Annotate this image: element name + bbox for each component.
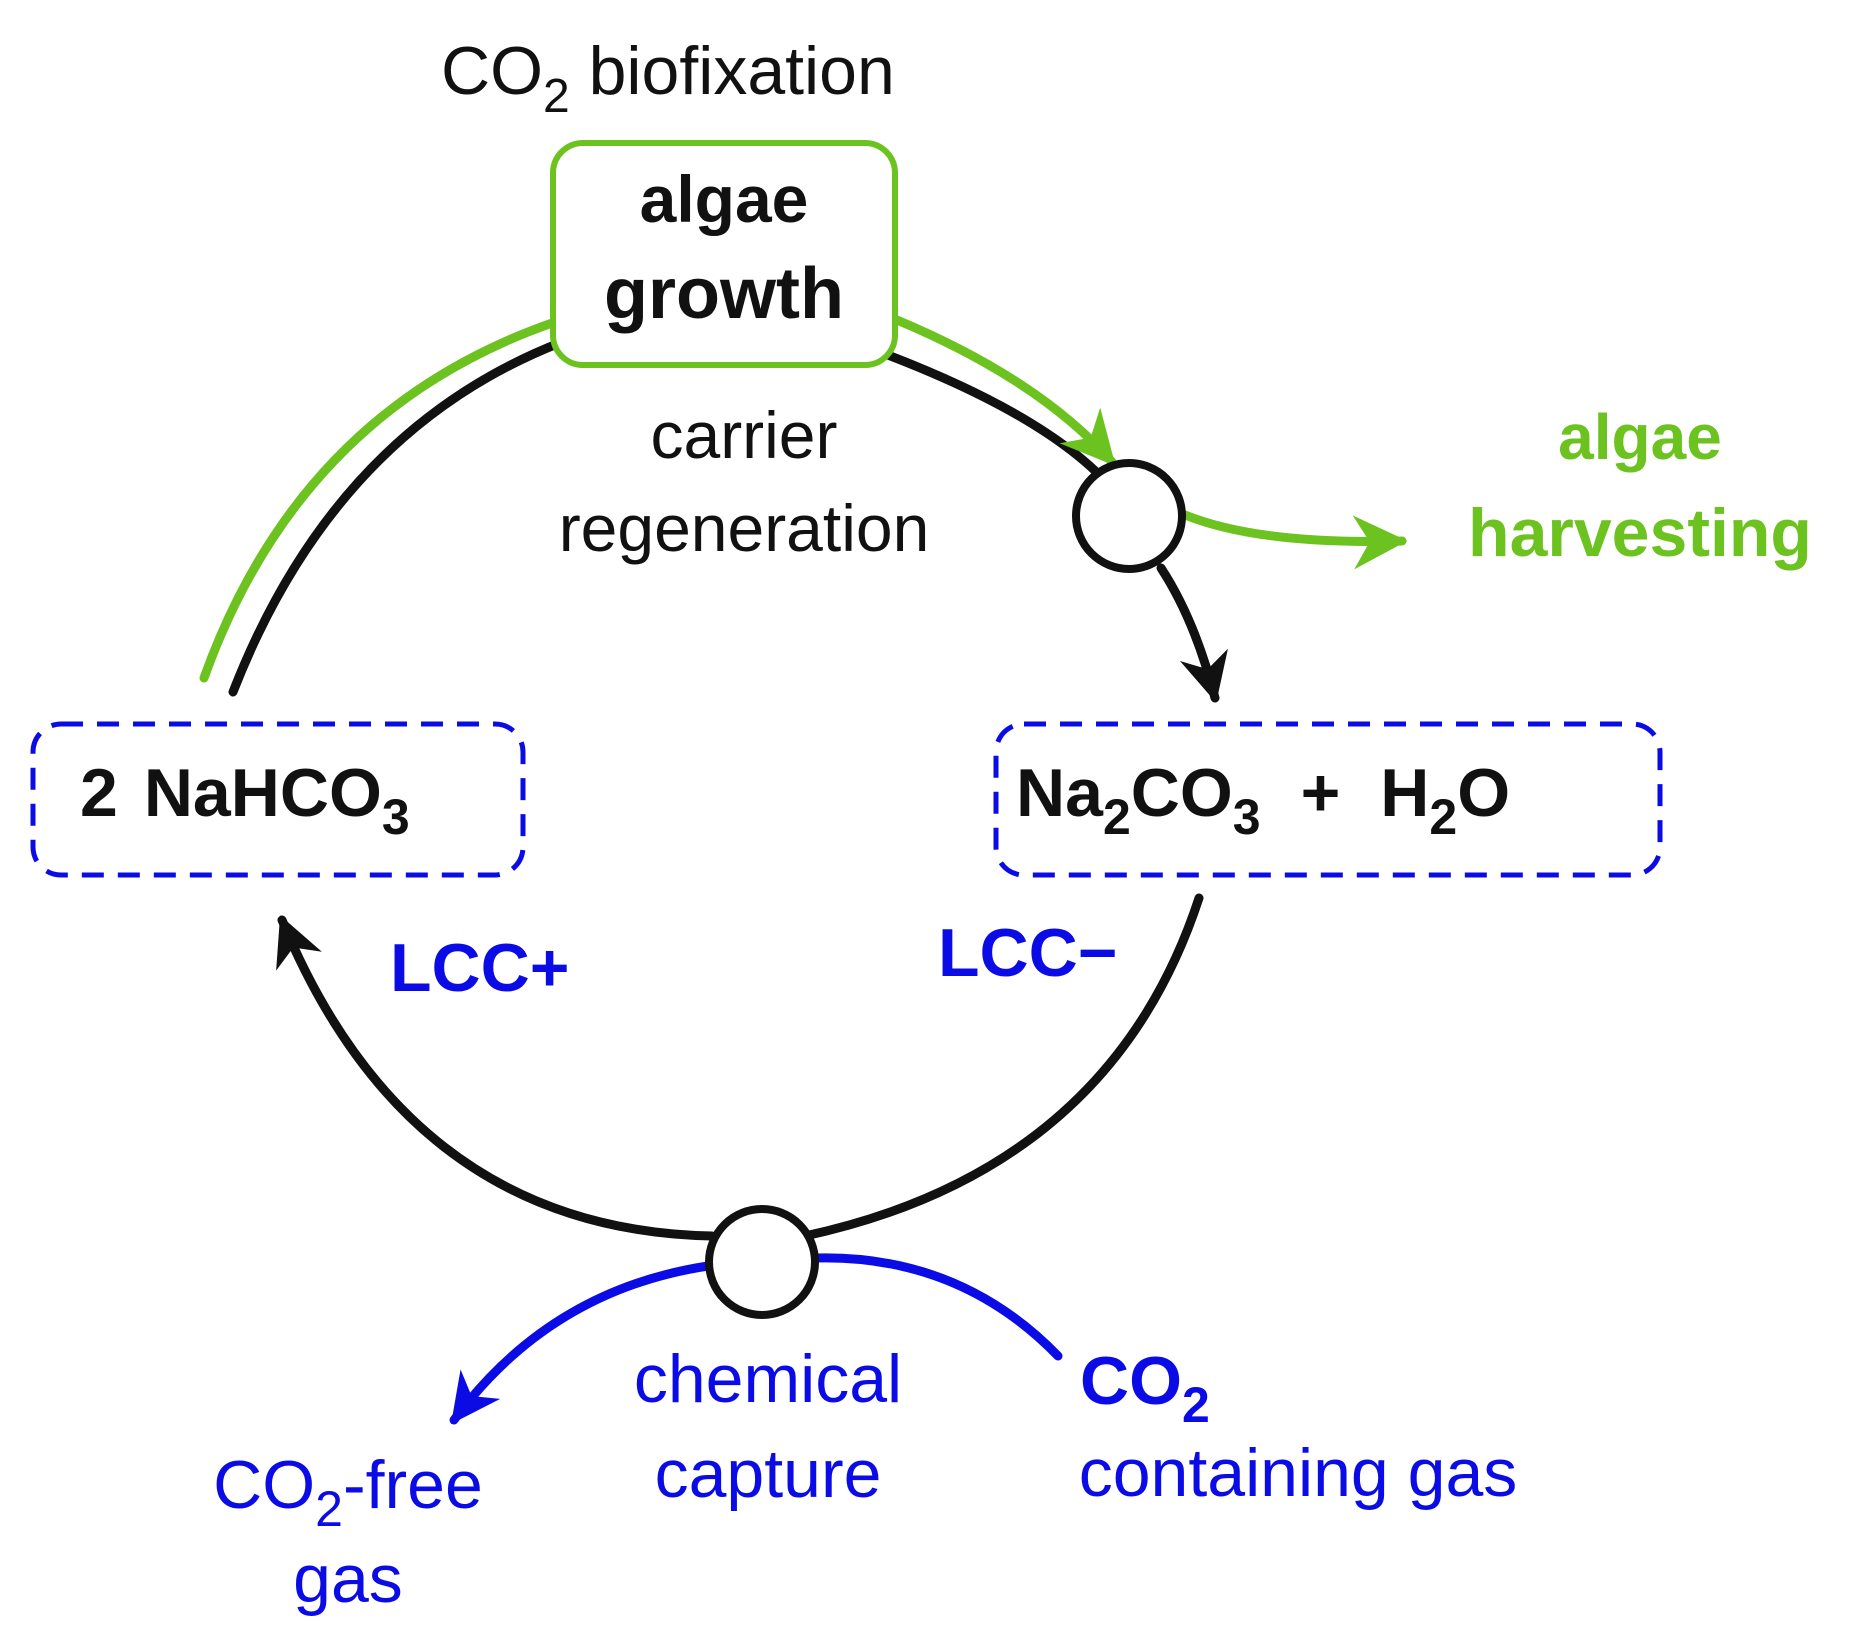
chemical-capture-line2: capture: [655, 1436, 882, 1512]
co2-containing-gas-line2: containing gas: [1079, 1435, 1518, 1511]
algae-harvesting-line2: harvesting: [1468, 495, 1812, 571]
algae-harvesting-line1: algae: [1558, 401, 1722, 473]
algae-growth-label-line1: algae: [640, 162, 809, 236]
green-arrow-to-harvesting: [1180, 510, 1408, 570]
green-arrow-to-junction: [892, 315, 1117, 467]
carrier-regeneration-line1: carrier: [650, 398, 837, 472]
co2-biofixation-title: CO2 biofixation: [441, 33, 895, 123]
cycle-arrow-to-na2co3: [1156, 563, 1228, 703]
co2-free-gas-line1: CO2-free: [213, 1447, 483, 1537]
capture-junction-node: [705, 1205, 819, 1319]
green-arc-left: [199, 317, 560, 683]
carrier-regeneration-line2: regeneration: [559, 491, 930, 565]
algae-growth-box: [550, 140, 898, 368]
co2-free-gas-line2: gas: [293, 1541, 403, 1617]
na2co3-h2o-formula: Na2CO3+H2O: [1016, 755, 1510, 845]
co2-containing-gas-line1: CO2: [1080, 1343, 1210, 1433]
chemical-capture-line1: chemical: [634, 1341, 902, 1417]
co2-gas-in-arc: [812, 1253, 1063, 1361]
nahco3-box: [30, 721, 526, 878]
co2-free-gas-out-arrow: [449, 1261, 713, 1425]
lcc-minus-label: LCC−: [938, 915, 1117, 991]
harvest-junction-node: [1072, 459, 1186, 573]
lcc-plus-label: LCC+: [390, 930, 569, 1006]
cycle-arc-right-lower: [800, 893, 1204, 1241]
cycle-arrow-to-nahco3: [276, 915, 717, 1241]
cycle-arc-left-upper: [228, 337, 567, 697]
algae-growth-label-line2: growth: [604, 254, 844, 334]
na2co3-h2o-box: [993, 721, 1663, 878]
